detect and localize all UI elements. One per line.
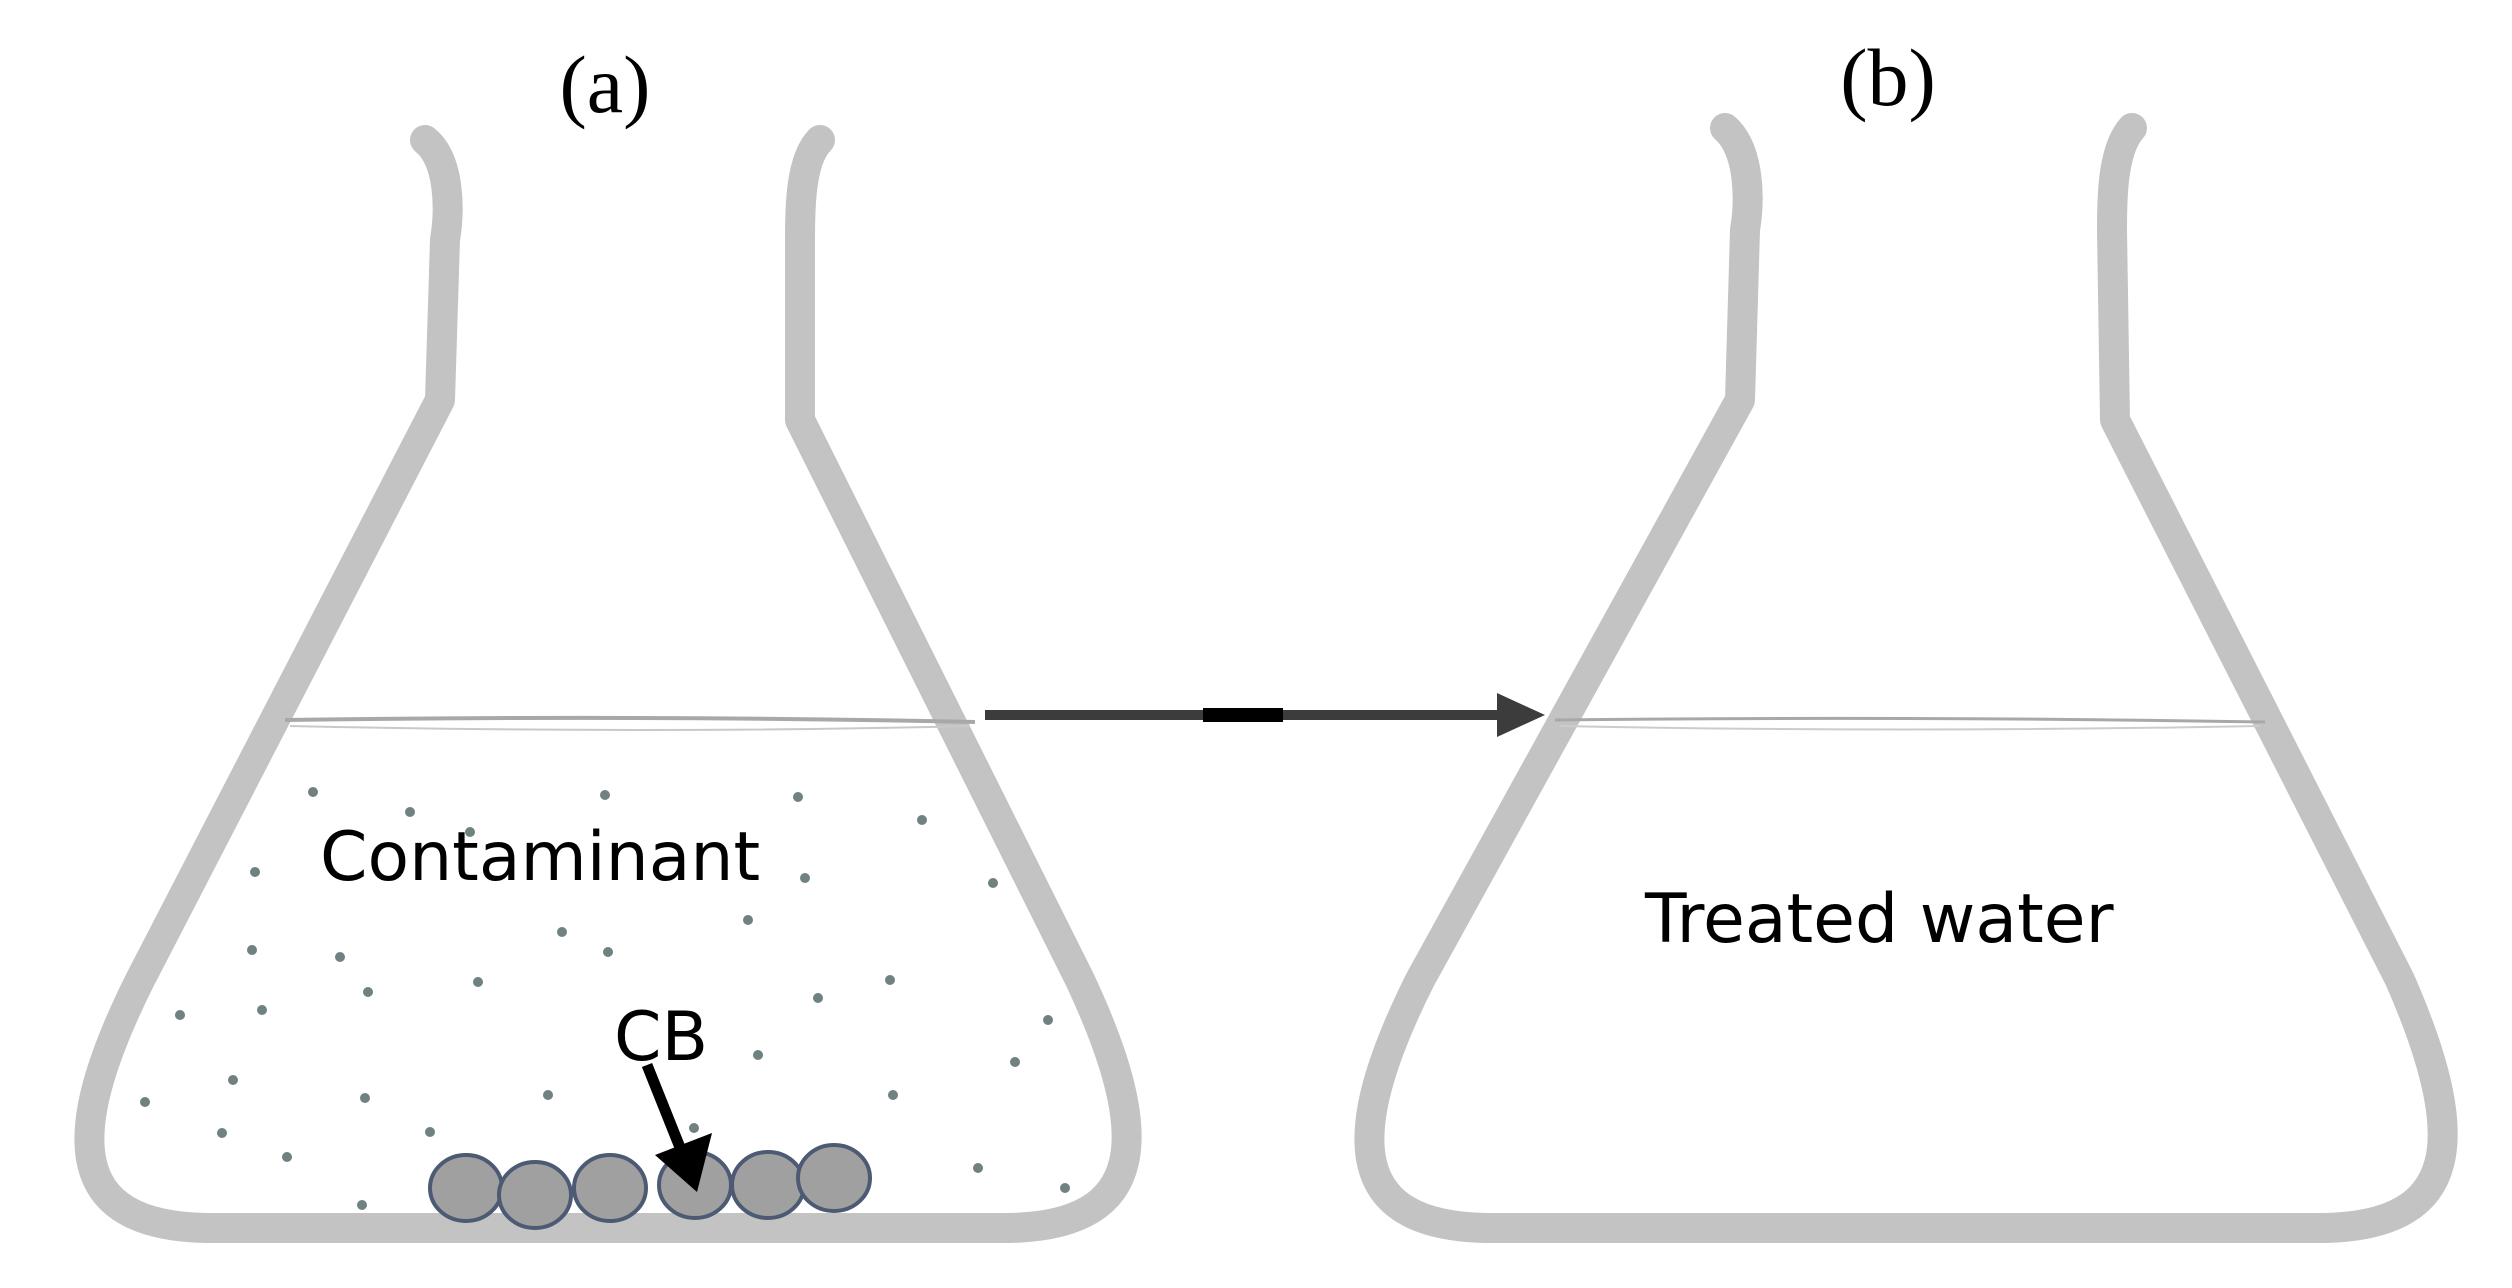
cb-label: CB	[614, 998, 708, 1077]
contaminant-particle	[1043, 1015, 1053, 1025]
contaminant-particle	[405, 807, 415, 817]
panel-b-label: (b)	[1840, 32, 1936, 123]
contaminant-label: Contaminant	[320, 818, 760, 897]
contaminant-particle	[603, 947, 613, 957]
contaminant-particle	[973, 1163, 983, 1173]
contaminant-particle	[753, 1050, 763, 1060]
contaminant-particle	[793, 792, 803, 802]
contaminant-particle	[473, 977, 483, 987]
contaminant-particle	[917, 815, 927, 825]
contaminant-particle	[543, 1090, 553, 1100]
contaminant-particle	[888, 1090, 898, 1100]
contaminant-particle	[988, 878, 998, 888]
contaminant-particle	[800, 873, 810, 883]
cb-pointer-arrowhead	[655, 1133, 712, 1192]
panel-a-label: (a)	[559, 39, 650, 130]
water-line-shadow	[289, 725, 971, 731]
contaminant-particle	[557, 927, 567, 937]
right-arrow-icon	[985, 693, 1545, 737]
contaminant-particle	[175, 1010, 185, 1020]
contaminant-particle	[247, 945, 257, 955]
contaminant-particle	[363, 987, 373, 997]
contaminant-particle	[250, 867, 260, 877]
contaminant-particle	[217, 1128, 227, 1138]
contaminant-particle	[360, 1093, 370, 1103]
contaminant-particle	[335, 952, 345, 962]
adsorbent-bead-icon	[572, 1153, 648, 1223]
adsorbent-beads	[428, 1143, 872, 1230]
adsorbent-bead-icon	[497, 1160, 573, 1230]
contaminant-particle	[1060, 1183, 1070, 1193]
flask-icon	[74, 125, 1142, 1243]
adsorbent-bead-icon	[796, 1143, 872, 1213]
contaminant-particle	[257, 1005, 267, 1015]
contaminant-particle	[813, 993, 823, 1003]
contaminant-particle	[743, 915, 753, 925]
adsorbent-bead-icon	[428, 1153, 504, 1223]
water-line	[284, 715, 976, 724]
water-line	[1554, 716, 2266, 724]
contaminant-particle	[1010, 1057, 1020, 1067]
panel-a: (a) Contaminant CB	[74, 39, 1142, 1243]
contaminant-particle	[282, 1152, 292, 1162]
cb-pointer-arrow	[641, 1062, 689, 1158]
water-line-shadow	[1559, 725, 2261, 731]
contaminant-particles	[140, 787, 1070, 1210]
contaminant-particle	[228, 1075, 238, 1085]
contaminant-particle	[425, 1127, 435, 1137]
contaminant-particle	[308, 787, 318, 797]
contaminant-particle	[140, 1097, 150, 1107]
contaminant-particle	[600, 790, 610, 800]
adsorbent-bead-icon	[730, 1150, 806, 1220]
contaminant-particle	[689, 1123, 699, 1133]
panel-b: (b) Treated water	[1354, 32, 2458, 1243]
flask-icon	[1354, 113, 2458, 1243]
contaminant-particle	[465, 827, 475, 837]
contaminant-particle	[357, 1200, 367, 1210]
contaminant-particle	[885, 975, 895, 985]
treated-water-label: Treated water	[1644, 880, 2114, 959]
